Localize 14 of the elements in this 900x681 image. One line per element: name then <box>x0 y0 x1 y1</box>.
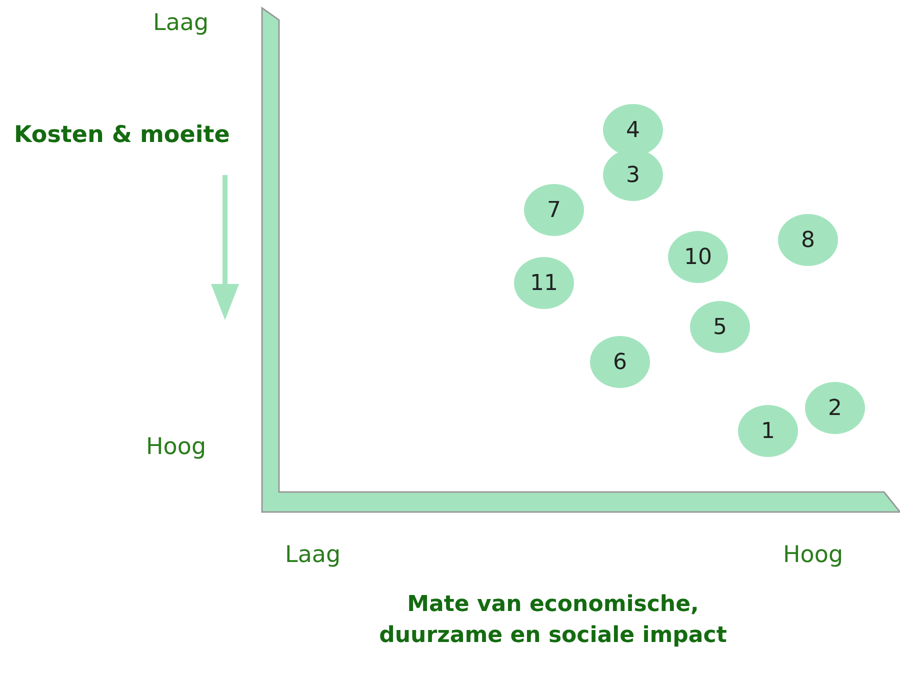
axis-end-label: Hoog <box>146 434 206 460</box>
numbered-circle: 11 <box>514 257 574 309</box>
numbered-circle: 10 <box>668 231 728 283</box>
numbered-circle: 5 <box>690 301 750 353</box>
numbered-circle: 7 <box>524 184 584 236</box>
numbered-circle: 2 <box>805 382 865 434</box>
axis-end-label: Laag <box>153 10 209 36</box>
axis-end-label: Laag <box>285 542 341 568</box>
numbered-circle: 6 <box>590 336 650 388</box>
axis-title: Kosten & moeite <box>14 122 230 148</box>
axis-title: Mate van economische, duurzame en sociale impact <box>378 591 728 650</box>
axis-end-label: Hoog <box>783 542 844 568</box>
numbered-circle: 1 <box>738 405 798 457</box>
numbered-circle: 8 <box>778 214 838 266</box>
